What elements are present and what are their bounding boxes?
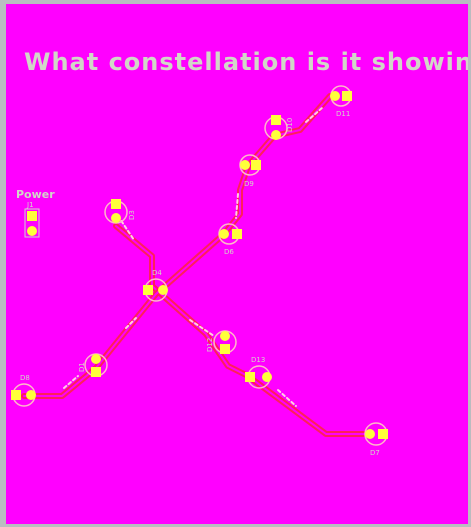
- designator-d4: D4: [152, 269, 162, 277]
- led-d13[interactable]: D13: [245, 356, 272, 389]
- d7-pad-k: [378, 429, 388, 439]
- ratsnest-7: [125, 317, 137, 329]
- j1-pad-1: [27, 211, 37, 221]
- ratsnest-4: [305, 107, 323, 123]
- led-d10[interactable]: D10: [264, 115, 294, 140]
- led-d12[interactable]: D12: [206, 330, 237, 354]
- d10-pad-a: [271, 130, 281, 140]
- d1-pad-a: [91, 354, 101, 364]
- designator-d3: D3: [128, 210, 136, 220]
- j1-outline: [24, 208, 40, 238]
- designator-d7: D7: [370, 449, 380, 457]
- d13-pad-a: [262, 372, 272, 382]
- led-d4[interactable]: D4: [143, 269, 168, 302]
- d10-pad-k: [271, 115, 281, 125]
- d9-pad-k: [251, 160, 261, 170]
- designator-j1: J1: [26, 201, 34, 209]
- designator-d10: D10: [286, 118, 294, 132]
- d11-pad-a: [330, 91, 340, 101]
- board-surface: [6, 4, 468, 524]
- ratsnest-3: [235, 193, 239, 219]
- power-label: Power: [16, 188, 55, 201]
- d11-pad-k: [342, 91, 352, 101]
- pcb-board: What constellation is it showing? Power …: [6, 4, 468, 524]
- d1-pad-k: [91, 367, 101, 377]
- designator-d11: D11: [336, 110, 350, 118]
- d6-pad-k: [232, 229, 242, 239]
- led-d11[interactable]: D11: [330, 85, 352, 118]
- connector-j1[interactable]: Power J1: [16, 188, 55, 238]
- d4-pad-k: [143, 285, 153, 295]
- d12-pad-k: [220, 344, 230, 354]
- ratsnest-6: [277, 389, 297, 407]
- led-d7[interactable]: D7: [364, 422, 388, 457]
- d3-pad-a: [111, 213, 121, 223]
- trace-d8-d11-inner: [23, 95, 331, 397]
- designator-d12: D12: [206, 338, 214, 352]
- pcb-canvas: What constellation is it showing? Power …: [6, 4, 468, 524]
- ratsnest-1: [117, 215, 135, 241]
- led-d8[interactable]: D8: [11, 374, 36, 407]
- d7-pad-a: [365, 429, 375, 439]
- designator-d8: D8: [20, 374, 30, 382]
- d12-pad-a: [220, 331, 230, 341]
- designator-d13: D13: [251, 356, 265, 364]
- led-d1[interactable]: D1: [78, 353, 108, 377]
- led-d9[interactable]: D9: [239, 154, 261, 188]
- ratsnest-2: [189, 319, 215, 337]
- designator-d1: D1: [78, 362, 86, 372]
- d13-pad-k: [245, 372, 255, 382]
- d4-pad-a: [158, 285, 168, 295]
- j1-pad-2: [27, 226, 37, 236]
- led-d3[interactable]: D3: [104, 199, 136, 224]
- led-d6[interactable]: D6: [218, 223, 242, 256]
- designator-d9: D9: [244, 180, 254, 188]
- designator-d6: D6: [224, 248, 234, 256]
- d8-pad-k: [11, 390, 21, 400]
- ratsnest-5: [63, 375, 79, 389]
- d8-pad-a: [26, 390, 36, 400]
- d3-pad-k: [111, 199, 121, 209]
- d6-pad-a: [219, 229, 229, 239]
- d9-pad-a: [240, 160, 250, 170]
- board-title: What constellation is it showing?: [24, 48, 468, 76]
